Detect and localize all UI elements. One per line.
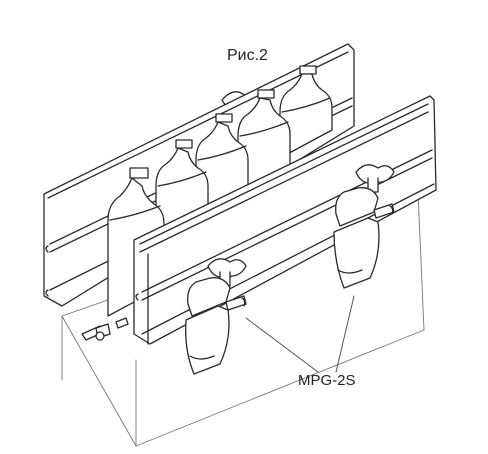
callout-leaders — [245, 295, 355, 373]
clamp-right — [333, 164, 395, 289]
figure-title: Рис.2 — [227, 47, 268, 64]
clamp-left — [185, 258, 247, 375]
part-callout-label: MPG-2S — [298, 372, 356, 389]
bottle-1 — [279, 65, 333, 159]
side-bolt — [81, 317, 129, 341]
